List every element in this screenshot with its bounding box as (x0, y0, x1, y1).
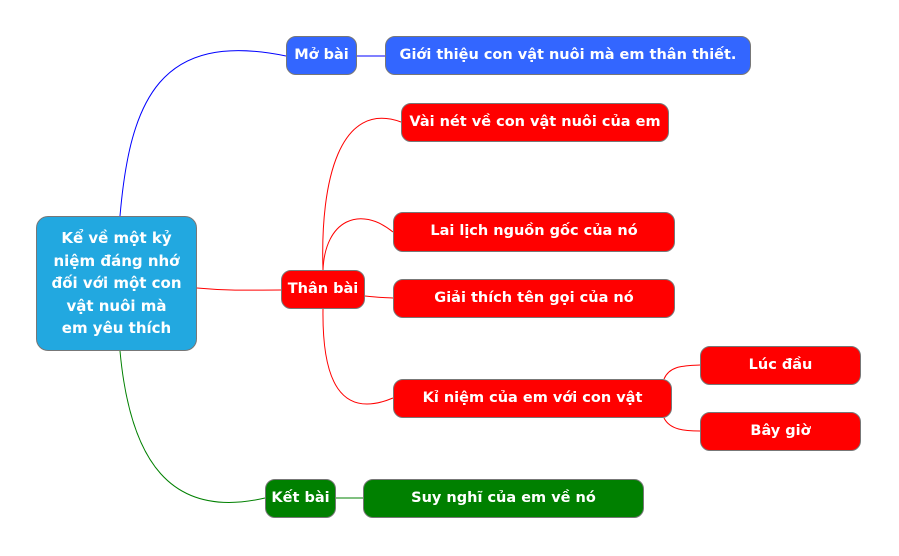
root-label: Kể về một kỷ niệm đáng nhớ đối với một c… (51, 229, 182, 338)
node-vai-net[interactable]: Vài nét về con vật nuôi của em (401, 103, 669, 142)
edge-root-mo-bai (119, 50, 287, 217)
edge-than-bai-4 (322, 308, 394, 405)
node-suy-nghi[interactable]: Suy nghĩ của em về nó (363, 479, 644, 518)
root-node[interactable]: Kể về một kỷ niệm đáng nhớ đối với một c… (36, 216, 197, 351)
node-mo-bai[interactable]: Mở bài (286, 36, 357, 75)
edge-than-bai-1 (322, 117, 402, 271)
edge-root-than-bai (196, 287, 282, 291)
node-ket-bai[interactable]: Kết bài (265, 479, 336, 518)
edge-kiniem-baygio (663, 417, 701, 432)
edge-than-bai-2 (322, 218, 394, 271)
edge-kiniem-lucdau (663, 364, 701, 380)
node-bay-gio[interactable]: Bây giờ (700, 412, 861, 451)
edge-than-bai-3 (364, 295, 394, 299)
node-lai-lich[interactable]: Lai lịch nguồn gốc của nó (393, 212, 675, 252)
node-ki-niem[interactable]: Kỉ niệm của em với con vật (393, 379, 672, 418)
node-luc-dau[interactable]: Lúc đầu (700, 346, 861, 385)
node-than-bai[interactable]: Thân bài (281, 270, 365, 309)
node-giai-thich[interactable]: Giải thích tên gọi của nó (393, 279, 675, 318)
edge-root-ket-bai (119, 350, 266, 503)
node-gioi-thieu[interactable]: Giới thiệu con vật nuôi mà em thân thiết… (385, 36, 751, 75)
